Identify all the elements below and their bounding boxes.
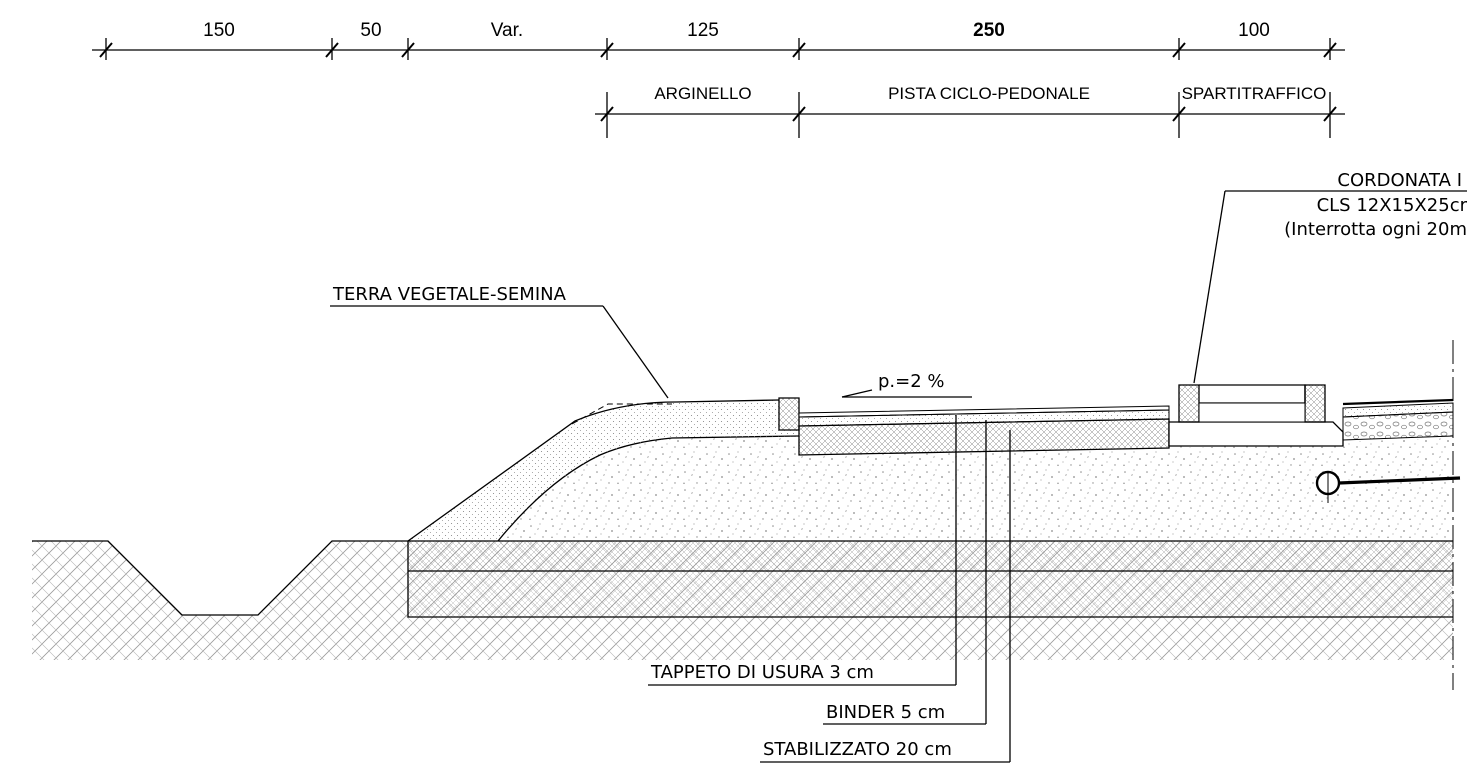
label-stabilizzato: STABILIZZATO 20 cm bbox=[763, 739, 952, 760]
cordonata-kerb bbox=[1168, 384, 1344, 447]
label-terra-vegetale: TERRA VEGETALE-SEMINA bbox=[332, 284, 567, 305]
callout-binder: BINDER 5 cm bbox=[823, 420, 987, 725]
label-binder: BINDER 5 cm bbox=[826, 702, 945, 723]
dim-var: Var. bbox=[491, 20, 523, 41]
natural-ground bbox=[32, 541, 408, 660]
edge-kerb bbox=[778, 397, 800, 431]
dimension-chain-top: 150 50 Var. 125 250 100 bbox=[92, 20, 1345, 60]
label-cordonata-3: (Interrotta ogni 20m bbox=[1284, 219, 1467, 240]
dim-50: 50 bbox=[360, 20, 381, 41]
callout-terra: TERRA VEGETALE-SEMINA bbox=[330, 284, 669, 399]
callout-tappeto: TAPPETO DI USURA 3 cm bbox=[648, 415, 957, 686]
zone-pista-ciclo-pedonale: PISTA CICLO-PEDONALE bbox=[888, 84, 1090, 103]
dim-250: 250 bbox=[973, 20, 1005, 41]
label-cordonata-2: CLS 12X15X25cr bbox=[1317, 195, 1467, 216]
dim-150: 150 bbox=[203, 20, 235, 41]
stabilizzato-layer bbox=[798, 418, 1170, 456]
subgrade-layer-2 bbox=[408, 571, 1453, 617]
zone-spartitraffico: SPARTITRAFFICO bbox=[1182, 84, 1327, 103]
zone-arginello: ARGINELLO bbox=[654, 84, 751, 103]
dim-125: 125 bbox=[687, 20, 719, 41]
subgrade-layer-1 bbox=[408, 541, 1453, 571]
label-tappeto: TAPPETO DI USURA 3 cm bbox=[650, 662, 874, 683]
road-subbase bbox=[1342, 411, 1454, 441]
dim-100: 100 bbox=[1238, 20, 1270, 41]
topsoil-layer bbox=[408, 400, 799, 541]
callout-stabilizzato: STABILIZZATO 20 cm bbox=[760, 430, 1011, 763]
callout-slope: p.=2 % bbox=[841, 371, 972, 398]
dimension-ticks-top bbox=[99, 38, 1337, 60]
dimension-chain-zones: ARGINELLO PISTA CICLO-PEDONALE SPARTITRA… bbox=[595, 84, 1345, 138]
label-cordonata-1: CORDONATA I bbox=[1337, 170, 1462, 191]
ground-section bbox=[32, 340, 1461, 690]
callout-cordonata: CORDONATA I CLS 12X15X25cr (Interrotta o… bbox=[1193, 170, 1467, 384]
label-slope: p.=2 % bbox=[878, 371, 945, 392]
embankment-fill bbox=[498, 430, 1453, 541]
